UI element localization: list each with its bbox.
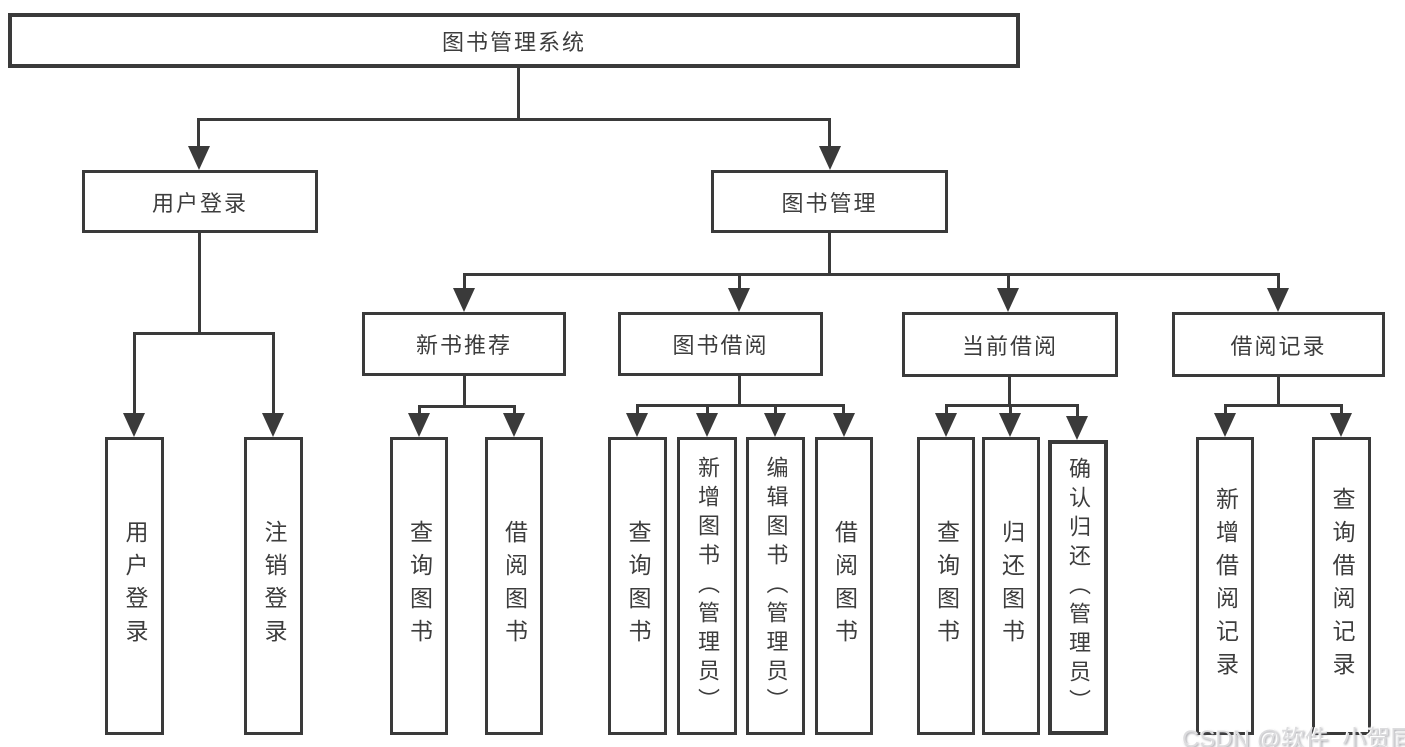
leaf-logout-login: 注销登录: [244, 437, 303, 735]
arrow-down-icon: [728, 288, 750, 312]
connector: [1009, 404, 1012, 415]
leaf-query-books-current-label: 查询图书: [933, 520, 960, 652]
connector: [1224, 404, 1343, 407]
arrow-down-icon: [997, 288, 1019, 312]
connector: [1007, 273, 1010, 291]
leaf-borrow-books-label: 借阅图书: [831, 520, 858, 652]
leaf-edit-book-admin: 编辑图书（管理员）: [746, 437, 805, 735]
leaf-add-book-admin: 新增图书（管理员）: [677, 437, 737, 735]
leaf-user-login: 用户登录: [105, 437, 164, 735]
node-library-system-label: 图书管理系统: [441, 29, 586, 55]
arrow-down-icon: [819, 146, 841, 170]
connector: [1277, 377, 1280, 406]
arrow-down-icon: [188, 146, 210, 170]
node-library-system: 图书管理系统: [8, 13, 1020, 68]
leaf-query-borrow-record: 查询借阅记录: [1312, 437, 1371, 735]
arrow-down-icon: [503, 413, 525, 437]
leaf-borrow-books: 借阅图书: [815, 437, 873, 735]
connector: [133, 332, 275, 335]
node-user-login: 用户登录: [82, 170, 318, 233]
arrow-down-icon: [935, 413, 957, 437]
leaf-return-books: 归还图书: [982, 437, 1040, 735]
leaf-user-login-label: 用户登录: [122, 520, 148, 652]
leaf-borrow-books-recommend: 借阅图书: [485, 437, 543, 735]
arrow-down-icon: [833, 413, 855, 437]
arrow-down-icon: [123, 413, 145, 437]
connector: [945, 404, 948, 415]
connector: [198, 233, 201, 334]
arrow-down-icon: [626, 413, 648, 437]
node-borrow-records-label: 借阅记录: [1230, 333, 1327, 359]
node-book-borrow-label: 图书借阅: [672, 333, 769, 358]
arrow-down-icon: [262, 413, 284, 437]
arrow-down-icon: [696, 413, 718, 437]
connector: [197, 118, 831, 121]
leaf-query-borrow-record-label: 查询借阅记录: [1329, 487, 1355, 685]
leaf-borrow-books-recommend-label: 借阅图书: [501, 520, 528, 652]
connector: [517, 67, 520, 120]
leaf-query-books-borrow-label: 查询图书: [625, 520, 651, 652]
leaf-add-book-admin-label: 新增图书（管理员）: [695, 455, 720, 717]
node-new-book-recommend-label: 新书推荐: [415, 333, 512, 358]
node-book-management: 图书管理: [711, 170, 948, 233]
leaf-add-borrow-record: 新增借阅记录: [1196, 437, 1254, 735]
arrow-down-icon: [1267, 288, 1289, 312]
leaf-query-books-borrow: 查询图书: [608, 437, 667, 735]
leaf-add-borrow-record-label: 新增借阅记录: [1212, 487, 1239, 685]
node-book-management-label: 图书管理: [781, 190, 878, 216]
connector: [513, 405, 516, 415]
connector: [636, 404, 845, 407]
connector: [272, 332, 275, 415]
node-borrow-records: 借阅记录: [1172, 312, 1385, 377]
connector: [1277, 273, 1280, 291]
connector: [774, 404, 777, 415]
leaf-confirm-return-admin: 确认归还（管理员）: [1048, 440, 1108, 735]
leaf-logout-login-label: 注销登录: [261, 520, 287, 652]
node-current-borrow-label: 当前借阅: [961, 333, 1058, 359]
connector: [463, 273, 466, 291]
node-user-login-label: 用户登录: [151, 190, 248, 216]
connector: [945, 404, 1079, 407]
connector: [463, 375, 466, 407]
arrow-down-icon: [999, 413, 1021, 437]
node-current-borrow: 当前借阅: [902, 312, 1118, 377]
node-book-borrow: 图书借阅: [618, 312, 823, 376]
connector: [828, 118, 831, 150]
arrow-down-icon: [1214, 413, 1236, 437]
arrow-down-icon: [453, 288, 475, 312]
connector: [1224, 404, 1227, 415]
node-new-book-recommend: 新书推荐: [362, 312, 566, 376]
leaf-confirm-return-admin-label: 确认归还（管理员）: [1066, 457, 1091, 718]
connector: [738, 273, 741, 291]
leaf-edit-book-admin-label: 编辑图书（管理员）: [763, 455, 789, 717]
connector: [133, 332, 136, 415]
connector: [842, 404, 845, 415]
connector: [1340, 404, 1343, 415]
connector: [463, 273, 1280, 276]
csdn-watermark: CSDN @软件_小贺同学: [1182, 726, 1405, 747]
leaf-query-books-recommend: 查询图书: [390, 437, 448, 735]
connector: [418, 405, 421, 415]
arrow-down-icon: [1066, 416, 1088, 440]
arrow-down-icon: [764, 413, 786, 437]
connector: [636, 404, 639, 415]
leaf-query-books-recommend-label: 查询图书: [406, 520, 433, 652]
arrow-down-icon: [408, 413, 430, 437]
connector: [418, 405, 516, 408]
connector: [197, 118, 200, 150]
arrow-down-icon: [1330, 413, 1352, 437]
connector: [706, 404, 709, 415]
leaf-query-books-current: 查询图书: [917, 437, 975, 735]
leaf-return-books-label: 归还图书: [998, 520, 1025, 652]
connector: [828, 233, 831, 275]
connector: [1008, 376, 1011, 406]
connector: [738, 375, 741, 406]
connector: [1076, 404, 1079, 418]
